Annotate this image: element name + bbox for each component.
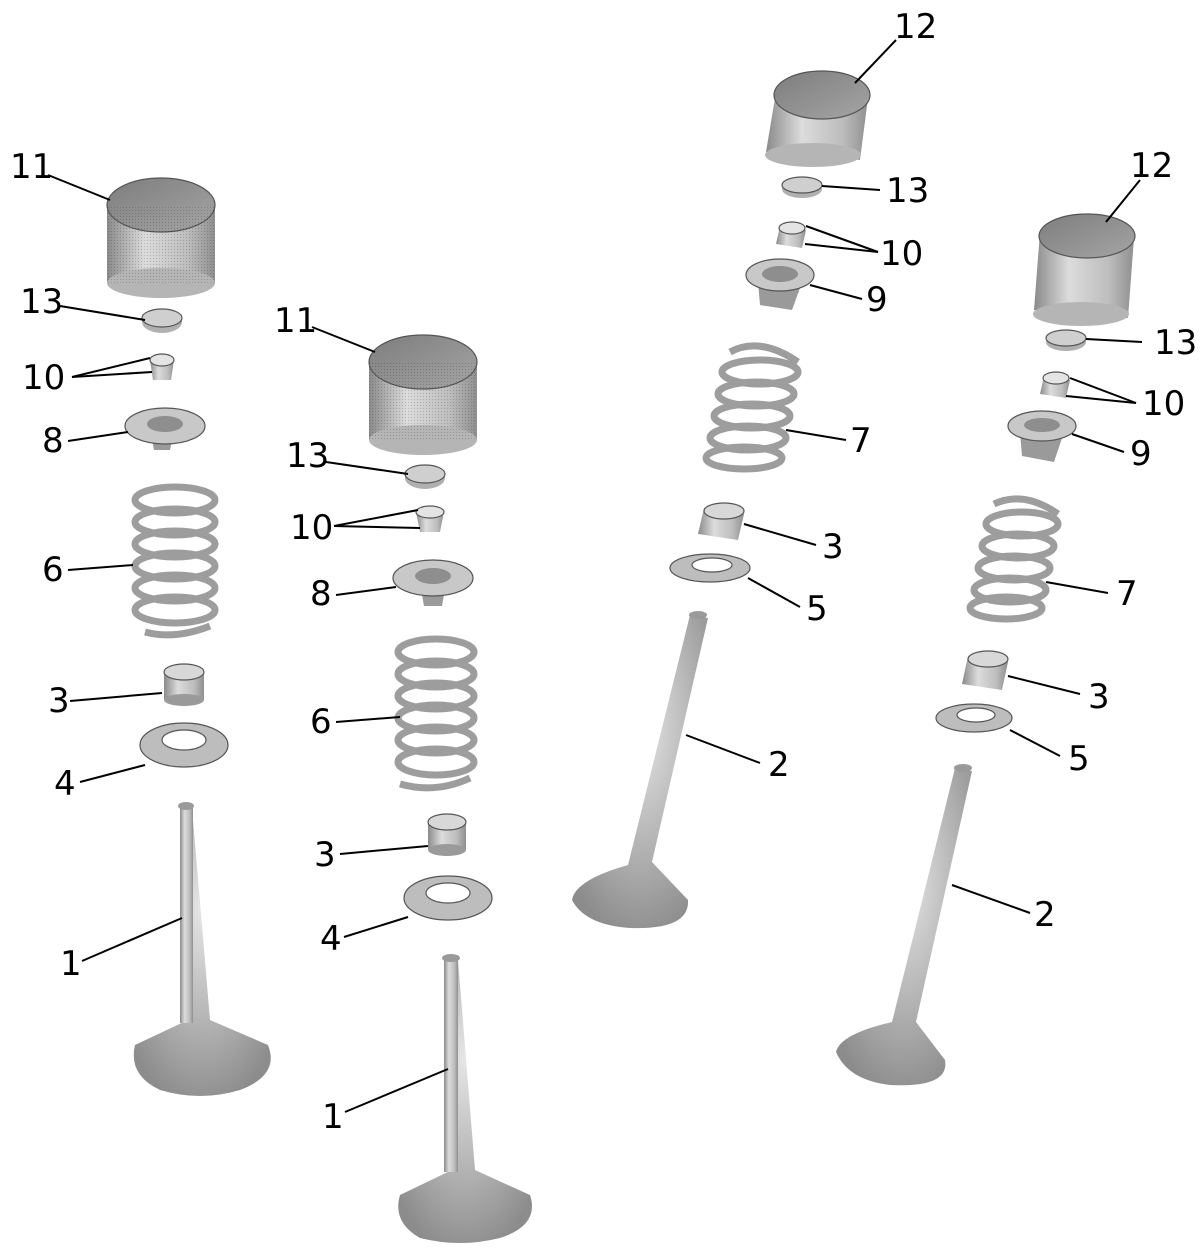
label-d-5: 5 — [1068, 739, 1090, 779]
spring-retainer-a — [124, 407, 206, 450]
shim-a — [141, 308, 183, 333]
label-b-3: 3 — [314, 835, 336, 875]
bucket-tappet-b — [368, 334, 478, 455]
spring-seat-a — [139, 722, 229, 768]
valve-spring-b — [394, 635, 478, 792]
label-b-13: 13 — [286, 436, 329, 476]
assembly-b — [368, 334, 532, 1243]
collets-a — [149, 353, 175, 380]
stem-seal-c — [698, 502, 745, 540]
label-b-1: 1 — [322, 1097, 344, 1137]
exhaust-valve-d — [836, 764, 972, 1086]
label-c-5: 5 — [806, 589, 828, 629]
label-b-11: 11 — [274, 301, 317, 341]
valve-spring-c — [702, 342, 802, 473]
collets-d — [1040, 371, 1070, 398]
label-d-12: 12 — [1130, 146, 1173, 186]
bucket-tappet-d — [1033, 213, 1136, 326]
label-a-8: 8 — [42, 421, 64, 461]
bucket-tappet-c — [765, 70, 871, 167]
label-d-2: 2 — [1034, 895, 1056, 935]
exhaust-valve-c — [572, 611, 708, 929]
intake-valve-a — [133, 802, 271, 1096]
label-c-7: 7 — [850, 421, 872, 461]
assembly-a — [106, 177, 271, 1096]
label-c-9: 9 — [866, 280, 888, 320]
spring-seat-d — [935, 703, 1013, 733]
label-b-10: 10 — [290, 508, 333, 548]
intake-valve-b — [398, 954, 532, 1243]
label-a-1: 1 — [60, 944, 82, 984]
collets-c — [776, 221, 806, 248]
label-d-3: 3 — [1088, 677, 1110, 717]
leader-lines — [47, 39, 1143, 1113]
stem-seal-b — [427, 813, 467, 856]
spring-seat-c — [669, 553, 751, 583]
label-c-3: 3 — [822, 527, 844, 567]
shim-b — [404, 464, 446, 489]
shim-c — [781, 176, 823, 198]
label-c-10: 10 — [880, 234, 923, 274]
label-a-6: 6 — [42, 550, 64, 590]
label-d-9: 9 — [1130, 434, 1152, 474]
label-a-11: 11 — [10, 147, 53, 187]
stem-seal-a — [163, 663, 205, 706]
label-a-13: 13 — [20, 282, 63, 322]
label-a-3: 3 — [48, 681, 70, 721]
stem-seal-d — [962, 650, 1009, 690]
assembly-c — [572, 70, 871, 929]
label-d-7: 7 — [1116, 574, 1138, 614]
label-c-12: 12 — [894, 7, 937, 47]
label-b-6: 6 — [310, 702, 332, 742]
label-c-13: 13 — [886, 171, 929, 211]
part-labels: 11 13 10 8 6 3 4 1 11 13 10 8 6 3 4 1 12… — [10, 7, 1197, 1137]
valve-spring-a — [131, 483, 219, 639]
assembly-d — [836, 213, 1136, 1086]
label-d-13: 13 — [1154, 323, 1197, 363]
label-d-10: 10 — [1142, 384, 1185, 424]
bucket-tappet-a — [106, 177, 216, 298]
label-a-10: 10 — [22, 358, 65, 398]
label-a-4: 4 — [54, 764, 76, 804]
spring-retainer-d — [1007, 410, 1077, 462]
spring-seat-b — [403, 875, 493, 921]
valve-spring-d — [966, 495, 1062, 623]
label-c-2: 2 — [768, 745, 790, 785]
label-b-8: 8 — [310, 574, 332, 614]
spring-retainer-b — [392, 559, 474, 606]
shim-d — [1045, 329, 1087, 351]
collets-b — [415, 505, 445, 532]
spring-retainer-c — [745, 258, 815, 310]
label-b-4: 4 — [320, 919, 342, 959]
